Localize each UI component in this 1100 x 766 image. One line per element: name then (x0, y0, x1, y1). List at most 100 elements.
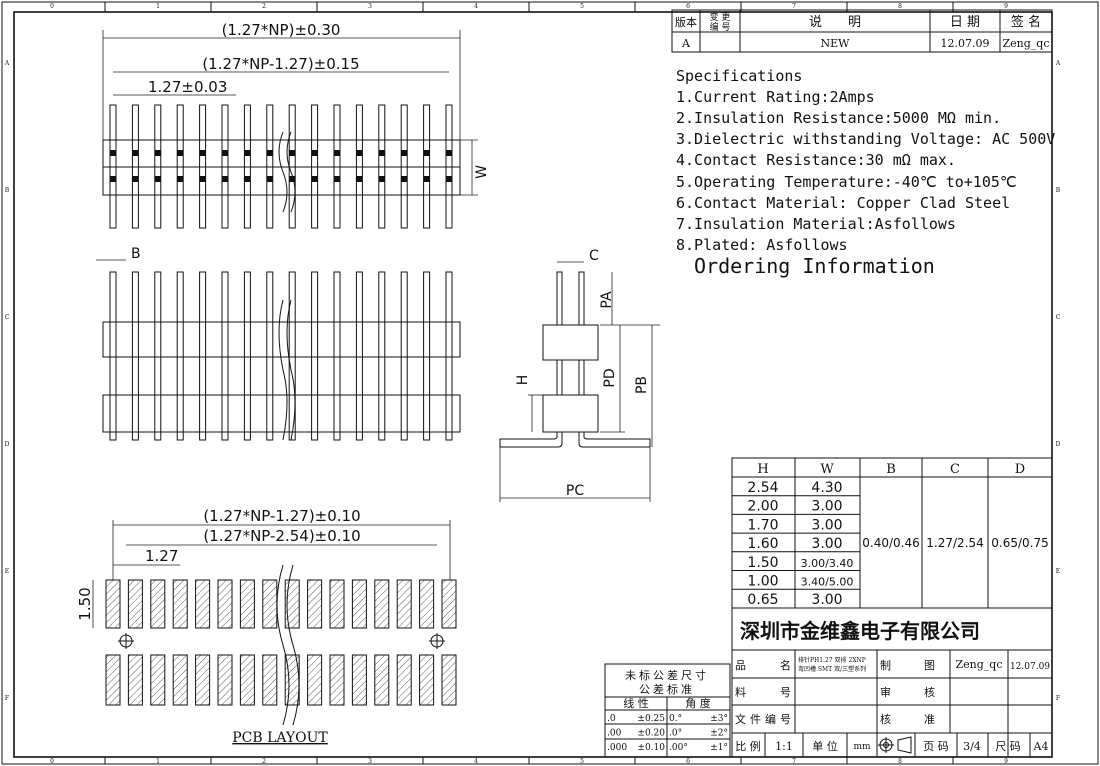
pcb-pad (441, 654, 457, 706)
page-label: 页 码 (923, 740, 949, 753)
frame-column-number: 3 (368, 3, 372, 10)
frame-column-number: 5 (580, 758, 584, 765)
frame-row-letter: B (5, 187, 10, 194)
pcb-pad (217, 654, 233, 706)
pin-square (423, 176, 430, 182)
spec-item: 2.Insulation Resistance:5000 MΩ min. (676, 109, 1001, 127)
pcb-pad (105, 579, 121, 629)
pin-square (132, 176, 139, 182)
frame-column-number: 6 (686, 3, 690, 10)
col-d: D (1015, 462, 1025, 477)
pin-square (222, 150, 228, 156)
pcb-pad (374, 579, 390, 629)
drawn-by: Zeng_qc (956, 658, 1003, 671)
ordering-title: Ordering Information (694, 254, 935, 278)
revision-table: 版本 变 更 编 号 说 明 日 期 签 名 A NEW 12.07.09 Ze… (671, 9, 1053, 53)
product-name: 排针PH1.27 双排 2XNP (798, 656, 866, 664)
cell-h: 2.00 (747, 499, 778, 515)
dim-total-length: (1.27*NP)±0.30 (222, 21, 341, 39)
cell-h: 1.00 (747, 574, 778, 590)
spec-title: Specifications (676, 67, 802, 85)
tolerance-cell: ±3° (710, 714, 728, 724)
frame-row-letter: D (5, 441, 10, 448)
pcb-pad (195, 579, 211, 629)
front-view-pin (131, 271, 139, 441)
frame-column-number: 9 (1004, 758, 1008, 765)
pin-square (356, 150, 363, 156)
pcb-pad (374, 654, 390, 706)
front-view-pin (311, 271, 319, 441)
cell-h: 2.54 (747, 480, 778, 496)
frame-row-letter: E (5, 568, 9, 575)
header-change: 变 更 (710, 11, 731, 23)
scale-value: 1:1 (775, 740, 793, 753)
pin-square (289, 150, 296, 156)
pcb-pad (329, 579, 345, 629)
size-label: 尺 码 (995, 740, 1021, 753)
pin-square (356, 176, 363, 182)
front-view-pin (176, 271, 184, 441)
pcb-pad (307, 654, 323, 706)
front-view-pin (423, 271, 431, 441)
pcb-pad (396, 654, 412, 706)
side-view: C PA PD PB H PC (499, 248, 660, 502)
specifications: Specifications 1.Current Rating:2Amps 2.… (676, 67, 1055, 278)
pin-square (177, 176, 184, 182)
frame-row-letter: C (1056, 314, 1061, 321)
pin-square (289, 176, 296, 182)
pcb-pad (419, 579, 435, 629)
pin-square (378, 176, 385, 182)
pin-square (110, 150, 116, 156)
dim-pcb-span: (1.27*NP-1.27)±0.10 (203, 507, 360, 525)
pcb-pad (127, 654, 143, 706)
cell-w: 3.00 (811, 499, 842, 515)
front-view: B (96, 246, 461, 441)
tolerance-cell: .00 (607, 729, 622, 739)
part-no-label: 料 号 (735, 685, 791, 699)
pin-square (311, 150, 318, 156)
front-view-pin (355, 271, 363, 441)
pin-square (244, 176, 251, 182)
frame-column-number: 1 (156, 758, 160, 765)
pin-square (199, 176, 206, 182)
pin-square (244, 150, 251, 156)
front-view-pin (154, 271, 162, 441)
spec-item: 8.Plated: Asfollows (676, 236, 848, 254)
frame-column-number: 8 (898, 3, 902, 10)
product-label: 品 名 (735, 658, 791, 672)
dim-pcb-inner: (1.27*NP-2.54)±0.10 (203, 527, 360, 545)
front-view-pin (400, 271, 408, 441)
frame-column-number: 5 (580, 3, 584, 10)
front-view-pin (221, 271, 229, 441)
pin-square (401, 176, 408, 182)
frame-column-number: 4 (474, 3, 478, 10)
rev-description: NEW (821, 37, 851, 50)
pin-square (132, 150, 139, 156)
pcb-pad (262, 579, 278, 629)
dim-pitch: 1.27±0.03 (148, 78, 227, 96)
spec-item: 3.Dielectric withstanding Voltage: AC 50… (676, 130, 1055, 148)
checked-label: 审 核 (880, 685, 935, 699)
header-signature: 签 名 (1011, 14, 1041, 30)
drawn-date: 12.07.09 (1010, 662, 1050, 672)
frame-column-number: 2 (262, 758, 266, 765)
frame-row-letter: B (1056, 187, 1061, 194)
dim-b: B (131, 246, 141, 262)
front-view-pin (378, 271, 386, 441)
frame-row-letter: C (5, 314, 10, 321)
frame-column-number: 3 (368, 758, 372, 765)
frame-row-letter: F (1056, 695, 1060, 702)
frame-row-letter: F (5, 695, 9, 702)
side-upper-body (542, 324, 599, 361)
front-view-pin (266, 271, 274, 441)
scale-label: 比 例 (735, 739, 761, 753)
col-w: W (820, 462, 834, 477)
size-value: A4 (1033, 740, 1049, 753)
unit-label: 单 位 (812, 739, 838, 753)
tolerance-subtitle: 公差标准 (639, 682, 695, 696)
tolerance-cell: .00° (669, 743, 688, 753)
pcb-pad (329, 654, 345, 706)
